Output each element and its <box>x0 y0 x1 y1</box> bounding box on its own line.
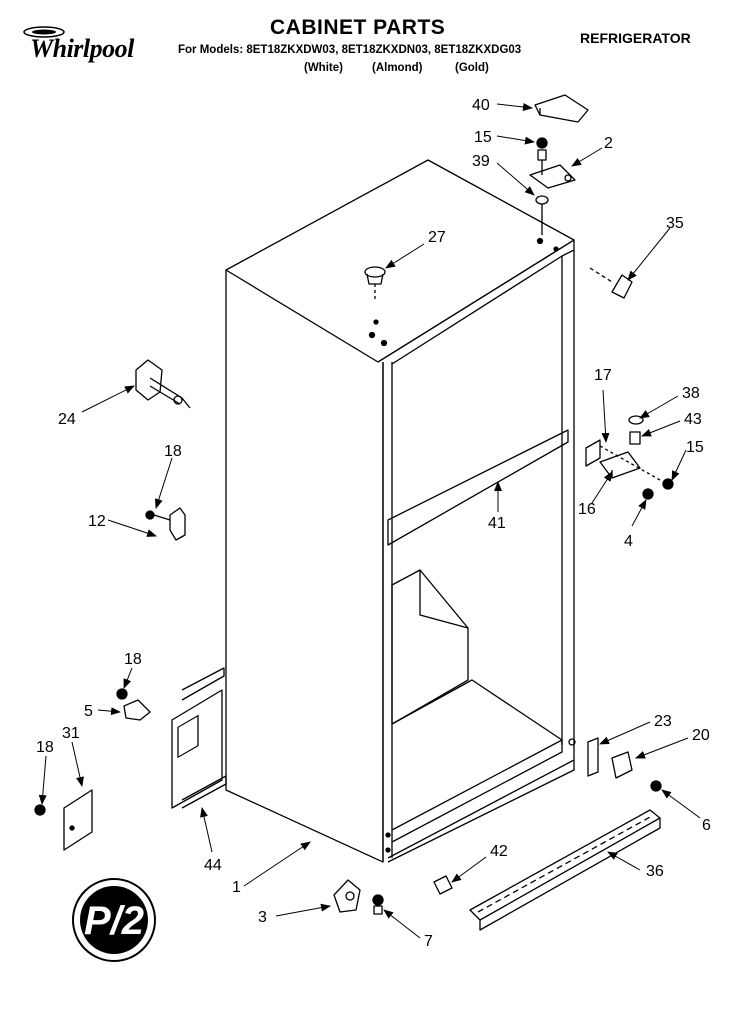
callout-7: 7 <box>424 933 433 950</box>
variant-white: (White) <box>304 62 343 74</box>
callout-44: 44 <box>204 857 222 874</box>
bottom-hinge-3 <box>333 879 384 915</box>
callout-20: 20 <box>692 727 710 744</box>
callout-18: 18 <box>164 443 182 460</box>
center-hinge-assembly <box>585 415 674 500</box>
hinge-cover-35 <box>589 267 633 299</box>
models-line: For Models: 8ET18ZKXDW03, 8ET18ZKXDN03, … <box>178 44 522 56</box>
callout-16: 16 <box>578 501 596 518</box>
bracket-panel-44 <box>171 667 227 809</box>
callout-27: 27 <box>428 229 446 246</box>
callout-39: 39 <box>472 153 490 170</box>
leader-lines <box>38 103 701 939</box>
callout-2: 2 <box>604 135 613 152</box>
cabinet-body <box>225 159 576 863</box>
callout-43: 43 <box>684 411 702 428</box>
callout-5: 5 <box>84 703 93 720</box>
plug-button <box>364 266 386 300</box>
stamp-p2: P/2 <box>72 878 156 962</box>
lower-hinge-5 <box>116 688 151 721</box>
callout-6: 6 <box>702 817 711 834</box>
variant-gold: (Gold) <box>455 62 489 74</box>
callout-31: 31 <box>62 725 80 742</box>
callout-40: 40 <box>472 97 490 114</box>
callout-18: 18 <box>36 739 54 756</box>
callout-labels: 40 15 2 39 27 35 24 18 12 17 38 43 15 16… <box>36 97 711 950</box>
lower-hinge-right <box>587 737 662 792</box>
cover-31 <box>34 789 93 851</box>
callout-38: 38 <box>682 385 700 402</box>
base-rail-36 <box>469 809 661 931</box>
callout-17: 17 <box>594 367 612 384</box>
page-title: CABINET PARTS <box>270 16 446 39</box>
callout-1: 1 <box>232 879 241 896</box>
callout-3: 3 <box>258 909 267 926</box>
variant-almond: (Almond) <box>372 62 423 74</box>
clip-42 <box>433 875 453 895</box>
callout-23: 23 <box>654 713 672 730</box>
handle-bracket <box>135 359 191 409</box>
callout-24: 24 <box>58 411 76 428</box>
door-stop-12 <box>145 507 186 541</box>
callout-41: 41 <box>488 515 506 532</box>
callout-36: 36 <box>646 863 664 880</box>
brand-logo-text: Whirlpool <box>30 34 134 63</box>
callout-42: 42 <box>490 843 508 860</box>
callout-35: 35 <box>666 215 684 232</box>
callout-15: 15 <box>686 439 704 456</box>
callout-4: 4 <box>624 533 633 550</box>
stamp-text: P/2 <box>84 899 144 943</box>
callout-15: 15 <box>474 129 492 146</box>
callout-18: 18 <box>124 651 142 668</box>
category-label: REFRIGERATOR <box>580 30 691 46</box>
whirlpool-logo <box>23 26 65 38</box>
top-hinge-cover <box>534 94 589 123</box>
top-hinge-assembly <box>529 137 576 235</box>
callout-12: 12 <box>88 513 106 530</box>
